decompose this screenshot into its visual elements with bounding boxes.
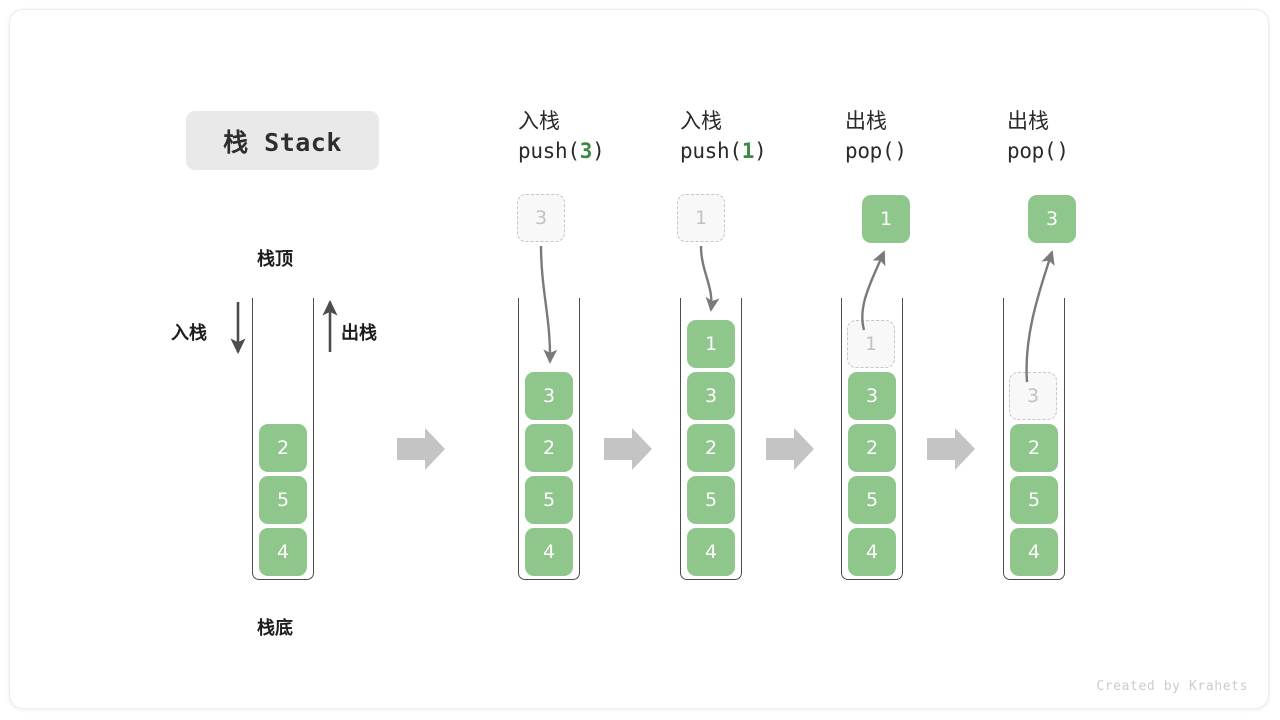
stack-container-after-push-3: [518, 298, 580, 580]
operation-cjk: 出栈: [845, 109, 887, 133]
stack-container-popping-3: [1003, 298, 1065, 580]
incoming-cell-1: 1: [677, 194, 725, 242]
stack-cell: 4: [848, 528, 896, 576]
stack-bottom-label: 栈底: [257, 618, 293, 639]
operation-cjk: 入栈: [518, 109, 560, 133]
operation-signature: push(1): [680, 138, 767, 163]
stack-cell: 4: [525, 528, 573, 576]
operation-signature: pop(): [1007, 138, 1069, 163]
operation-signature: push(3): [518, 138, 605, 163]
stack-cell: 2: [848, 424, 896, 472]
operation-argument: 3: [579, 138, 593, 163]
incoming-cell-3: 3: [517, 194, 565, 242]
stack-cell: 2: [525, 424, 573, 472]
operation-label-push-1: 入栈 push(1): [680, 107, 767, 167]
stack-top-label: 栈顶: [257, 249, 293, 270]
footer-credit: Created by Krahets: [1096, 679, 1248, 694]
stack-cell: 4: [1010, 528, 1058, 576]
outgoing-cell-3: 3: [1028, 195, 1076, 243]
operation-label-pop-2: 出栈 pop(): [1007, 107, 1069, 167]
stack-cell: 4: [259, 528, 307, 576]
operation-signature: pop(): [845, 138, 907, 163]
operation-label-pop-1: 出栈 pop(): [845, 107, 907, 167]
stack-cell: 3: [525, 372, 573, 420]
operation-argument: 1: [741, 138, 755, 163]
stack-cell: 5: [1010, 476, 1058, 524]
operation-cjk: 入栈: [680, 109, 722, 133]
outgoing-cell-1: 1: [862, 195, 910, 243]
pop-direction-label: 出栈: [341, 323, 377, 344]
stack-container-popping-1: [841, 298, 903, 580]
stack-cell: 2: [1010, 424, 1058, 472]
page-title: 栈 Stack: [186, 111, 379, 170]
stack-container-after-push-1: [680, 298, 742, 580]
stack-cell: 5: [259, 476, 307, 524]
stack-cell: 4: [687, 528, 735, 576]
stack-container-initial: [252, 298, 314, 580]
stack-cell: 5: [848, 476, 896, 524]
stack-cell: 1: [687, 320, 735, 368]
stack-cell: 3: [848, 372, 896, 420]
stack-cell: 5: [525, 476, 573, 524]
stack-cell: 3: [687, 372, 735, 420]
stack-cell: 5: [687, 476, 735, 524]
operation-cjk: 出栈: [1007, 109, 1049, 133]
push-direction-label: 入栈: [171, 323, 207, 344]
stack-cell: 2: [687, 424, 735, 472]
operation-label-push-3: 入栈 push(3): [518, 107, 605, 167]
stack-cell-ghost: 3: [1009, 372, 1057, 420]
stack-cell-ghost: 1: [847, 320, 895, 368]
stack-cell: 2: [259, 424, 307, 472]
